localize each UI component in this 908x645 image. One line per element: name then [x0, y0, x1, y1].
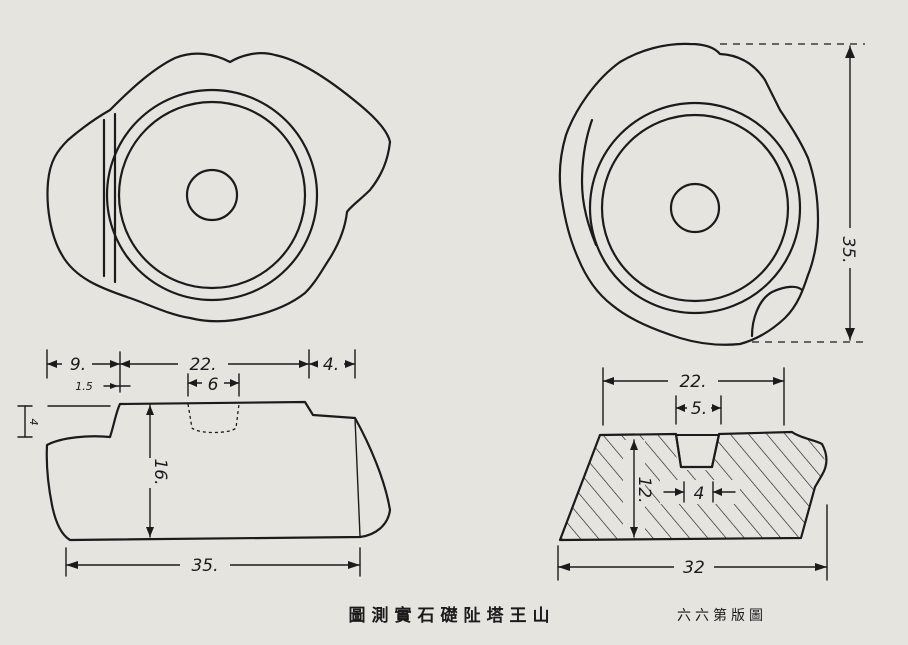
arrow-r12t: [630, 440, 638, 450]
plate-number: 六六第版圖: [677, 607, 767, 624]
left-section-outline: [45, 400, 392, 542]
right-plan-arrow-top: [845, 46, 855, 58]
arrow-a3: [120, 360, 130, 368]
arrow-r5l: [676, 404, 685, 412]
left-sec-dim-4-side: 4: [27, 419, 40, 426]
dim22-bg: [178, 354, 228, 372]
right-inner-ring: [600, 113, 790, 303]
arrow-a5: [309, 360, 319, 368]
arrow-35l: [66, 561, 78, 569]
right-sec-dim-22: 22.: [679, 372, 706, 392]
left-center-hole: [185, 168, 239, 222]
left-stone-outline: [46, 52, 392, 323]
arrow-16b: [146, 527, 154, 537]
left-sec-dim-4-top: 4.: [323, 355, 339, 375]
arrow-15: [110, 383, 118, 389]
arrow-a2: [110, 360, 120, 368]
rdim32-bg: [674, 557, 714, 577]
arrow-a4: [299, 360, 309, 368]
right-sec-dim-12: 12.: [634, 476, 654, 503]
right-plan-view: 35.: [558, 42, 865, 346]
arrow-r4l: [675, 488, 684, 496]
right-sec-dim-5: 5.: [691, 399, 707, 419]
right-stone-outline: [558, 42, 820, 346]
left-section-view: 9. 22. 4. 1.5 6 4 16.: [17, 349, 392, 577]
left-sec-dim-6: 6: [208, 375, 219, 395]
left-inner-ring: [117, 100, 307, 290]
left-section-back-edge: [354, 417, 361, 537]
left-sec-dim-35: 35.: [191, 556, 218, 576]
left-outer-ring: [105, 88, 319, 302]
right-center-hole: [669, 182, 721, 234]
right-section-outline: [558, 430, 828, 542]
arrow-6r: [230, 379, 239, 387]
dim6-bg: [202, 374, 224, 392]
arrow-r4r: [713, 488, 722, 496]
left-sec-dim-1-5: 1.5: [75, 380, 93, 393]
right-plan-arrow-bottom: [845, 328, 855, 340]
arrow-r22l: [603, 377, 614, 385]
right-broken-edge-bottom: [750, 285, 804, 338]
arrow-r32l: [558, 563, 570, 571]
dim4-bg: [318, 354, 344, 372]
right-plan-dim-35: 35.: [838, 236, 858, 263]
dim35-bg: [180, 555, 230, 575]
arrow-r5r: [712, 404, 721, 412]
arrow-r12b: [630, 527, 638, 537]
arrow-35r: [348, 561, 360, 569]
plate-caption: 圖測實石礎阯塔王山: [349, 605, 556, 626]
arrow-16t: [146, 405, 154, 415]
left-plan-view: [46, 52, 392, 323]
right-sec-dim-4: 4: [694, 484, 705, 504]
dim16-bg: [141, 458, 159, 488]
dim9-bg: [62, 354, 92, 372]
arrow-r32r: [815, 563, 827, 571]
right-outer-ring: [588, 101, 802, 315]
arrow-a1: [47, 360, 57, 368]
rdim22-bg: [668, 371, 718, 389]
arrow-6l: [188, 379, 197, 387]
left-sec-dim-16: 16.: [150, 458, 170, 485]
rdim5-bg: [687, 399, 711, 417]
right-plan-label-bg: [840, 228, 860, 268]
right-sec-dim-32: 32: [683, 558, 705, 578]
left-sec-dim-9: 9.: [70, 355, 86, 375]
left-sec-dim-22: 22.: [189, 355, 216, 375]
right-section-view: 22. 5. 4 12. 32: [557, 367, 828, 581]
right-broken-edge-left: [580, 118, 598, 247]
arrow-r22r: [773, 377, 784, 385]
arrow-a6: [345, 360, 355, 368]
left-section-hole-hidden: [187, 403, 240, 434]
